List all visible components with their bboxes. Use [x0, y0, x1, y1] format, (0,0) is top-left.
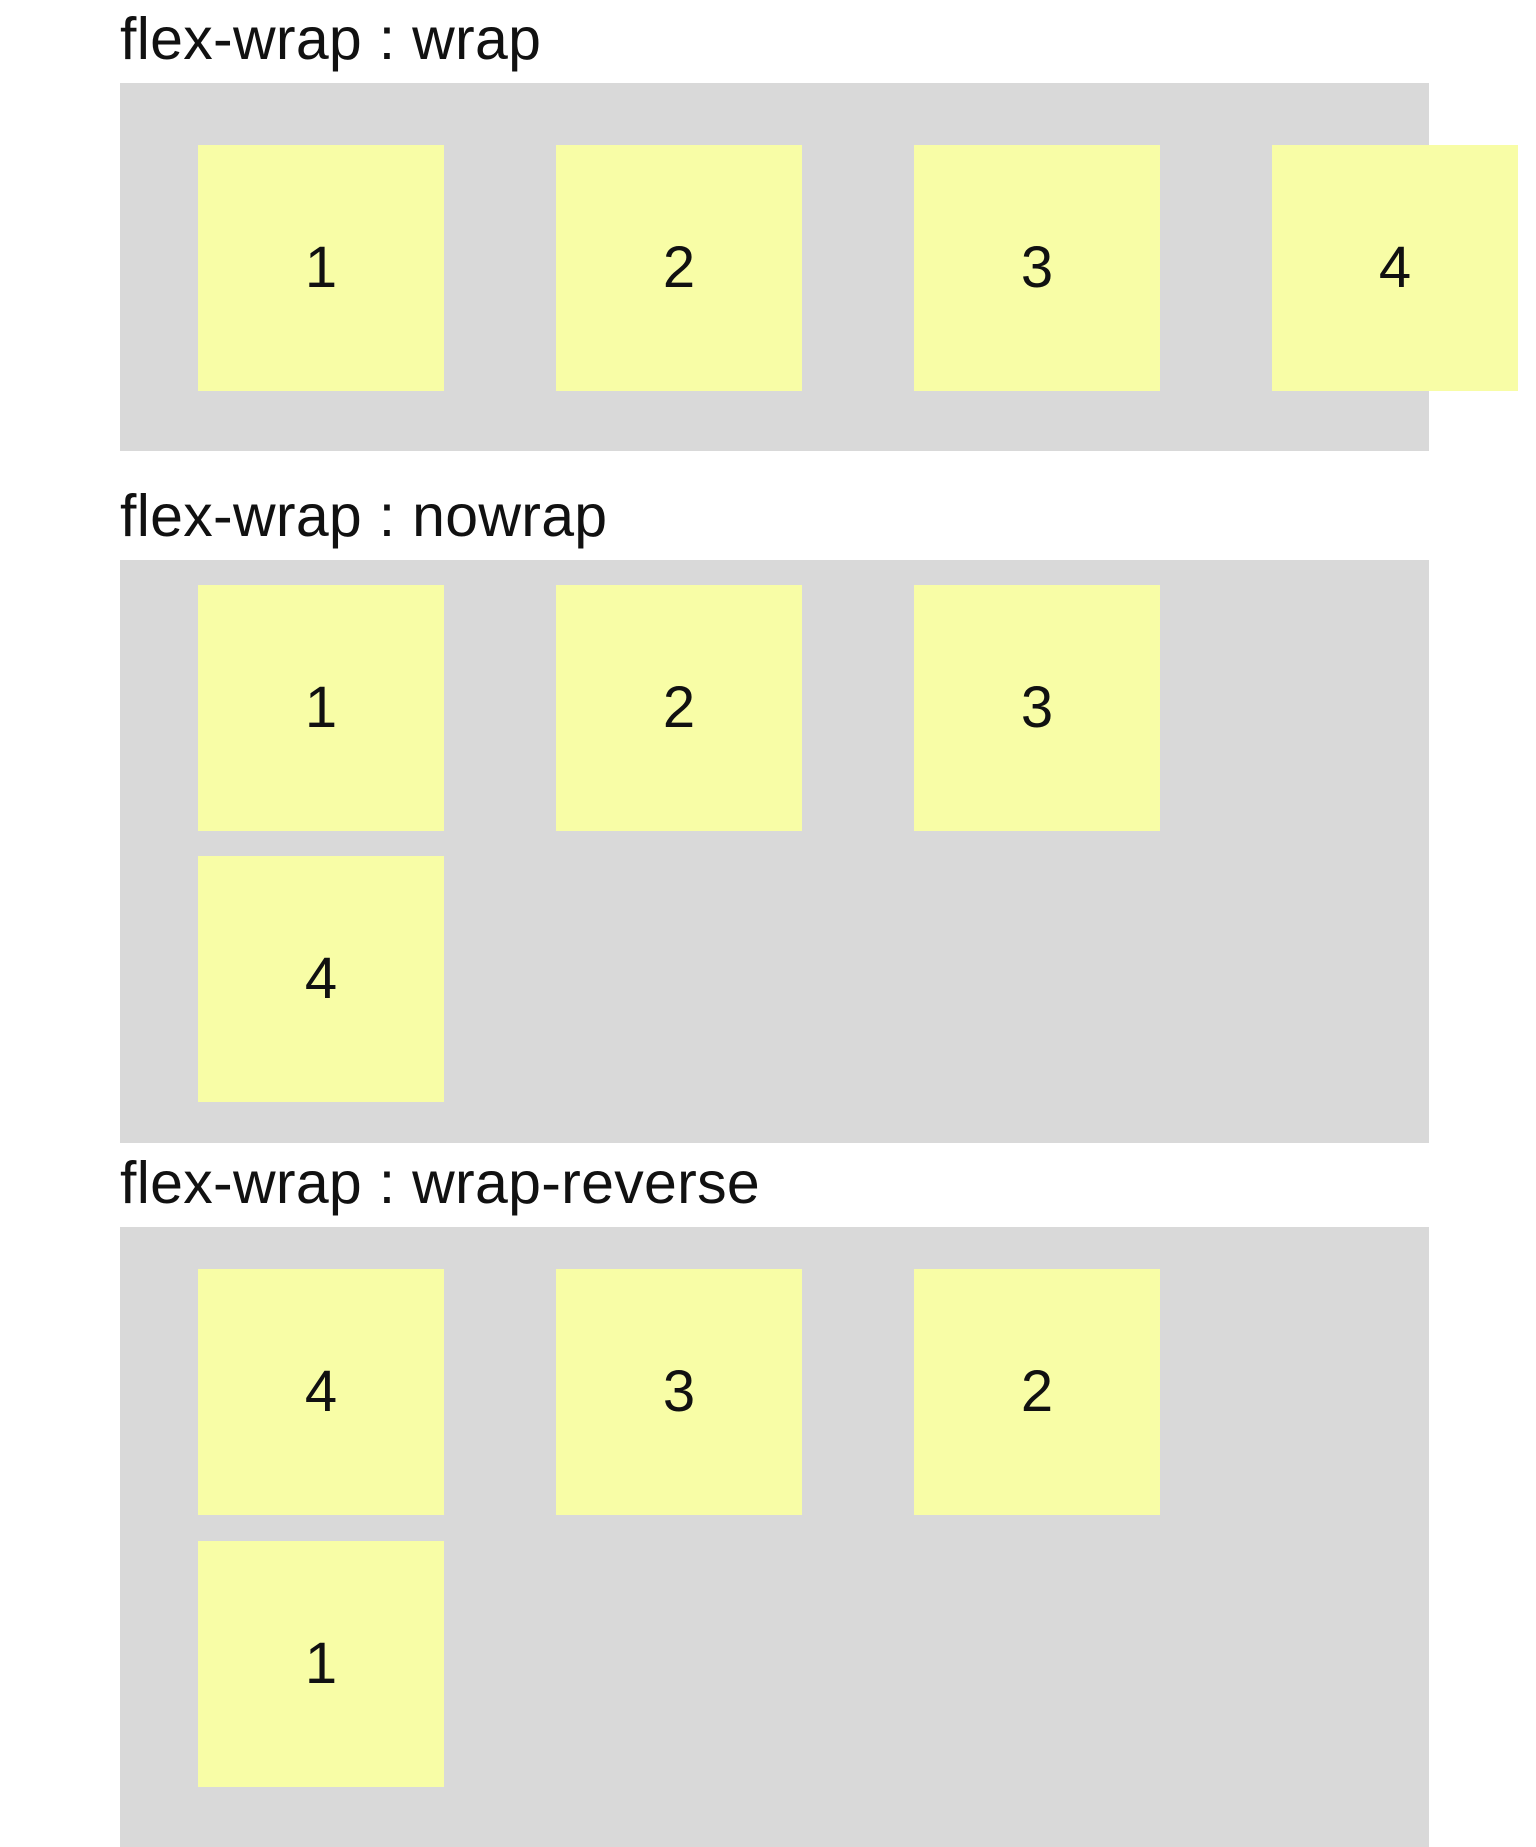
section-title-wrap: flex-wrap : wrap: [120, 6, 542, 72]
flex-item-box: 3: [914, 145, 1160, 391]
section-title-wrap-reverse: flex-wrap : wrap-reverse: [120, 1150, 760, 1216]
flex-item-box: 4: [198, 1269, 444, 1515]
flex-item-box: 1: [198, 145, 444, 391]
flex-item-box: 4: [198, 856, 444, 1102]
flex-item-box-overflowing: 4: [1272, 145, 1518, 391]
flex-item-box: 2: [556, 145, 802, 391]
flex-item-box: 2: [914, 1269, 1160, 1515]
flex-item-box: 2: [556, 585, 802, 831]
flex-item-box: 1: [198, 1541, 444, 1787]
flex-item-box: 3: [914, 585, 1160, 831]
section-title-nowrap: flex-wrap : nowrap: [120, 483, 608, 549]
flex-item-box: 3: [556, 1269, 802, 1515]
flex-item-box: 1: [198, 585, 444, 831]
